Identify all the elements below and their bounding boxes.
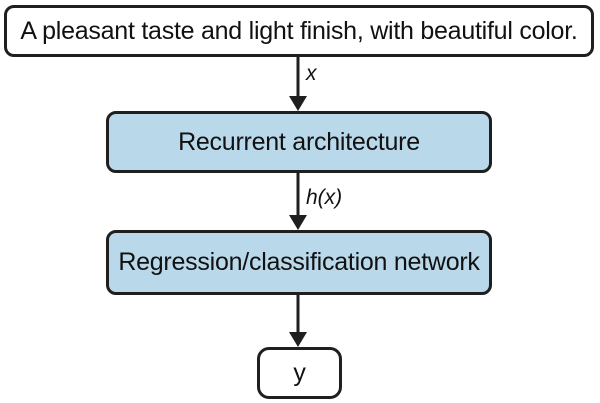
input-text: A pleasant taste and light finish, with … bbox=[20, 16, 578, 45]
arrowhead-rnn-to-head bbox=[289, 215, 307, 230]
recurrent-architecture-label: Recurrent architecture bbox=[178, 127, 420, 156]
regression-classification-label: Regression/classification network bbox=[118, 248, 480, 276]
output-box: y bbox=[257, 347, 342, 399]
edge-label-x: x bbox=[306, 62, 317, 85]
arrowhead-head-to-output bbox=[289, 332, 307, 347]
input-text-box: A pleasant taste and light finish, with … bbox=[4, 5, 594, 57]
edge-label-hx: h(x) bbox=[306, 186, 343, 209]
recurrent-architecture-box: Recurrent architecture bbox=[106, 111, 492, 173]
arrowhead-input-to-rnn bbox=[289, 96, 307, 111]
output-label: y bbox=[293, 358, 306, 387]
regression-classification-box: Regression/classification network bbox=[106, 230, 492, 295]
